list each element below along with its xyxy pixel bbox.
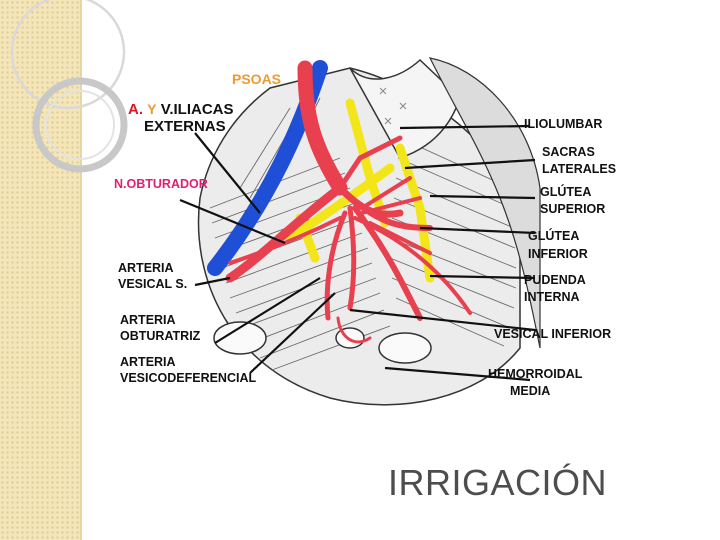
label-n-obturador: N.OBTURADOR — [114, 177, 208, 191]
label-glutea-inferior-2: INFERIOR — [528, 247, 588, 261]
pelvic-irrigation-diagram: PSOAS A. Y V.ILIACAS EXTERNAS N.OBTURADO… — [114, 57, 616, 406]
label-glutea-superior-2: SUPERIOR — [540, 202, 605, 216]
label-glutea-superior-1: GLÚTEA — [540, 184, 591, 199]
label-pudenda-1: PUDENDA — [524, 273, 586, 287]
label-arteria-vesicodeferencial-1: ARTERIA — [120, 355, 176, 369]
decorative-circles — [10, 0, 128, 173]
label-iliolumbar: ILIOLUMBAR — [524, 117, 602, 131]
label-vesical-inferior: VESICAL INFERIOR — [494, 327, 611, 341]
slide-title: IRRIGACIÓN — [388, 462, 608, 503]
label-arteria-obturatriz-1: ARTERIA — [120, 313, 176, 327]
label-pudenda-2: INTERNA — [524, 290, 580, 304]
label-glutea-inferior-1: GLÚTEA — [528, 228, 579, 243]
label-hemorroidal-1: HEMORROIDAL — [488, 367, 583, 381]
label-arteria-vesicodeferencial-2: VESICODEFERENCIAL — [120, 371, 256, 385]
decorative-side-band — [0, 0, 82, 540]
label-hemorroidal-2: MEDIA — [510, 384, 550, 398]
label-sacras-2: LATERALES — [542, 162, 616, 176]
label-arteria-vesical-1: ARTERIA — [118, 261, 174, 275]
arteries — [225, 60, 472, 344]
label-psoas: PSOAS — [232, 71, 281, 87]
label-iliacas-line1: A. Y V.ILIACAS — [128, 101, 233, 118]
label-arteria-obturatriz-2: OBTURATRIZ — [120, 329, 201, 343]
label-arteria-vesical-2: VESICAL S. — [118, 277, 187, 291]
label-sacras-1: SACRAS — [542, 145, 595, 159]
leader-lines — [179, 124, 536, 382]
label-iliacas-line2: EXTERNAS — [144, 118, 226, 135]
